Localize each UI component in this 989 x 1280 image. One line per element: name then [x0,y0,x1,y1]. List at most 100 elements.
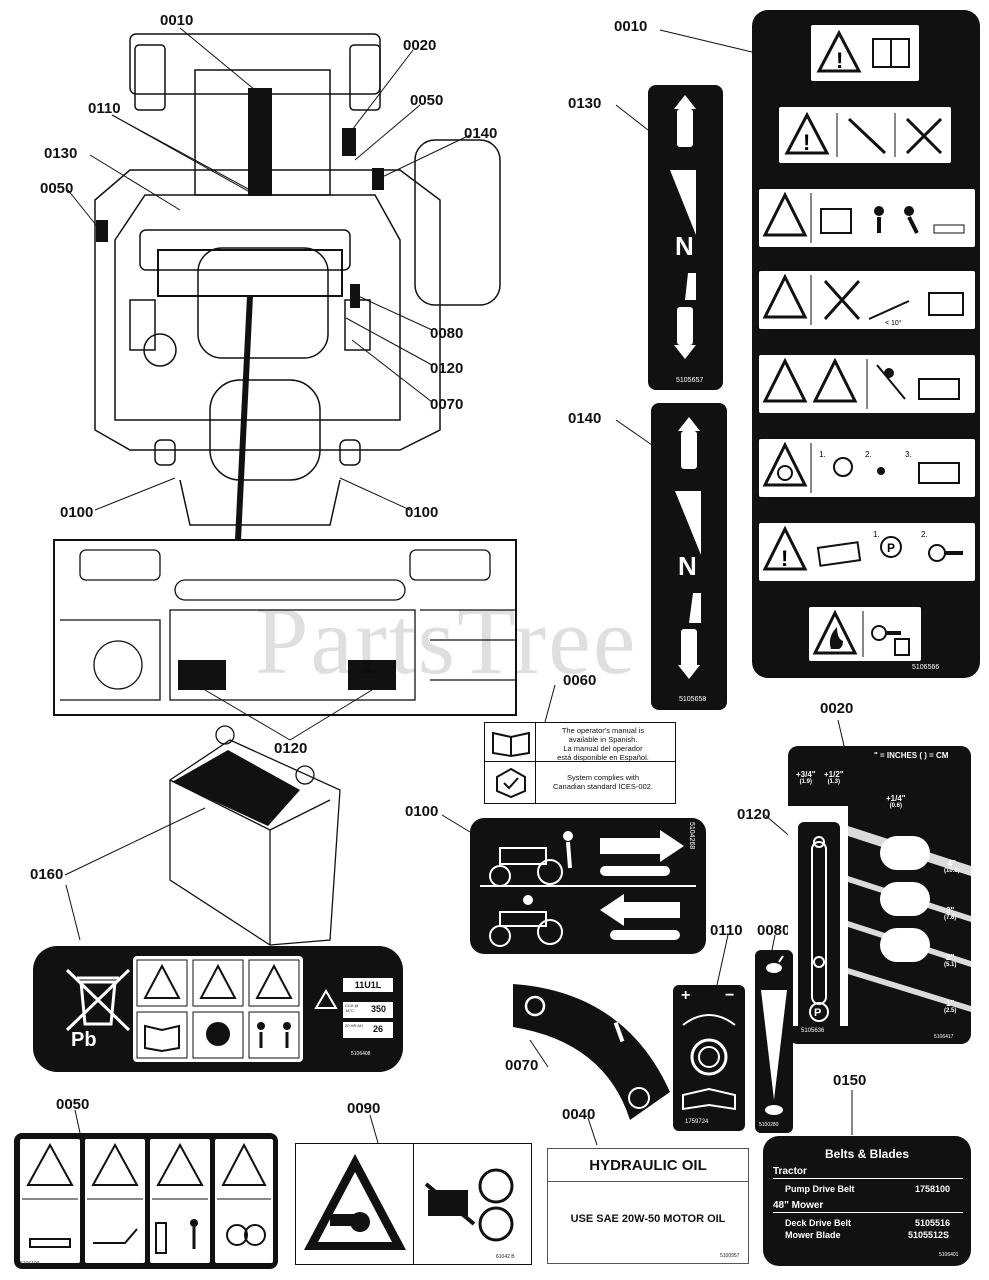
compliance-check-icon [496,767,526,799]
keep-hands-away-icon [424,1168,514,1242]
battery-drawing [169,725,341,946]
forward-neutral-reverse-icon: N [670,95,696,359]
belts-blades-title: Belts & Blades [824,1147,910,1161]
decal-0010-row4: < 10° [758,270,976,330]
speed-rabbit-turtle-icon [761,955,787,1115]
callout-0110: 0110 [88,100,121,117]
callout-0020: 0020 [403,37,437,54]
recycle-icon [314,989,338,1009]
mower-blade-number: 5105512S [908,1230,950,1240]
callout-0130: 0130 [44,145,78,162]
callout-0050: 0050 [40,180,74,197]
callout-0090: 0090 [347,1100,381,1117]
decal-0080-part-number: 5100280 [759,1122,779,1128]
decal-0010-row3 [758,188,976,248]
decal-0160: Pb 11U1L CCA @ 18°C 350 20 HR AH 26 5106… [33,946,403,1072]
battery-ah: 20 HR AH 26 [343,1022,393,1038]
decal-0110-part-number: 1759724 [685,1119,709,1125]
pump-belt-number: 1758100 [915,1184,951,1194]
svg-text:1.: 1. [873,530,880,539]
hydraulic-oil-spec: USE SAE 20W-50 MOTOR OIL [570,1213,726,1225]
svg-text:1.: 1. [819,450,826,459]
callout-0160: 0160 [30,866,64,883]
decal-0010-part-number: 5106566 [912,664,940,671]
thrown-objects-icon [762,191,965,243]
height-1-inch: 1"(2.5) [944,999,957,1014]
callout-0140: 0140 [464,125,498,142]
forward-neutral-reverse-icon: N [675,417,701,679]
svg-text:!: ! [781,546,788,571]
decal-0130-part-number: 5105657 [676,377,704,384]
bystander-warning-icon [152,1142,208,1254]
callout-0010: 0010 [160,12,194,29]
svg-text:< 10°: < 10° [885,319,902,327]
hand-cut-warning-icon [217,1142,271,1246]
svg-text:3.: 3. [905,450,912,459]
decal-0100: 5104268 [470,818,706,954]
warning-no-passenger-icon: ! [784,111,943,157]
decal-0090: 61042 B [295,1143,532,1265]
decal-0010-row5 [758,354,976,414]
rollover-icon [762,357,960,409]
height-3-inch: 3"(7.6) [944,906,957,921]
decal-0040-part-number: 5100957 [720,1253,740,1259]
mower-blade-label: Mower Blade [785,1230,841,1240]
entanglement-warning-icon [304,1154,406,1250]
decal-0050-panel-3 [149,1138,211,1264]
decal-0140-part-number: 5105658 [679,696,707,703]
callout-0040: 0040 [562,1106,596,1123]
neutral-letter: N [678,551,697,581]
watermark: PartsTree [255,587,638,694]
decal-0050 [14,1133,278,1269]
svg-text:!: ! [836,48,843,73]
thrown-objects-warning-icon [22,1142,78,1248]
callout-0100: 0100 [405,803,439,820]
height-4-inch: 4"(10.2) [944,859,960,874]
callout-0100: 0100 [405,504,439,521]
tractor-heading: Tractor [773,1166,807,1177]
mower-heading: 48" Mower [773,1200,824,1211]
height-2-inch: 2"(5.1) [944,953,957,968]
decal-0010-row8 [808,606,922,662]
deck-belt-label: Deck Drive Belt [785,1218,852,1228]
callout-0070: 0070 [430,396,464,413]
decal-0020-part-number: 5106417 [934,1034,954,1040]
decal-0050-panel-2 [84,1138,146,1264]
svg-text:!: ! [803,130,810,155]
minus-sign: − [725,987,735,1004]
deck-warning-icon [87,1142,143,1244]
callout-0050: 0050 [410,92,444,109]
decal-0120-part-number: 5105636 [801,1028,825,1034]
callout-0060: 0060 [563,672,597,689]
lead-symbol: Pb [71,1029,97,1051]
callout-0050: 0050 [56,1096,90,1113]
plus-sign: + [681,987,691,1004]
no-trash-icon [65,968,131,1032]
manual-book-icon [492,731,530,757]
slope-hazard-icon: < 10° [762,273,964,327]
decal-0110: + − 1759724 [673,985,745,1131]
svg-text:P: P [814,1007,821,1019]
decal-0050-part-number: 5106109 [20,1261,40,1267]
pump-belt-label: Pump Drive Belt [785,1184,855,1194]
decal-0140: N 5105658 [651,403,727,710]
park-brake-icon: P [809,836,829,1022]
height-plus-half: +1/2"(1.3) [824,770,844,785]
callout-0120: 0120 [737,806,771,823]
decal-0010-mark [248,88,272,196]
battery-warning-grid [133,956,303,1062]
decal-0130: N 5105657 [648,85,723,390]
decal-0010-row6: 1. 2. 3. [758,438,976,498]
callout-0020: 0020 [820,700,854,717]
decal-0050-panel-4 [214,1138,274,1264]
svg-text:2.: 2. [865,450,872,459]
callout-0150: 0150 [833,1072,867,1089]
battery-group-size: 11U1L [343,978,393,992]
svg-text:2.: 2. [921,530,928,539]
deck-belt-number: 5105516 [915,1218,951,1228]
battery-cca: CCA @ 18°C 350 [343,1002,393,1018]
